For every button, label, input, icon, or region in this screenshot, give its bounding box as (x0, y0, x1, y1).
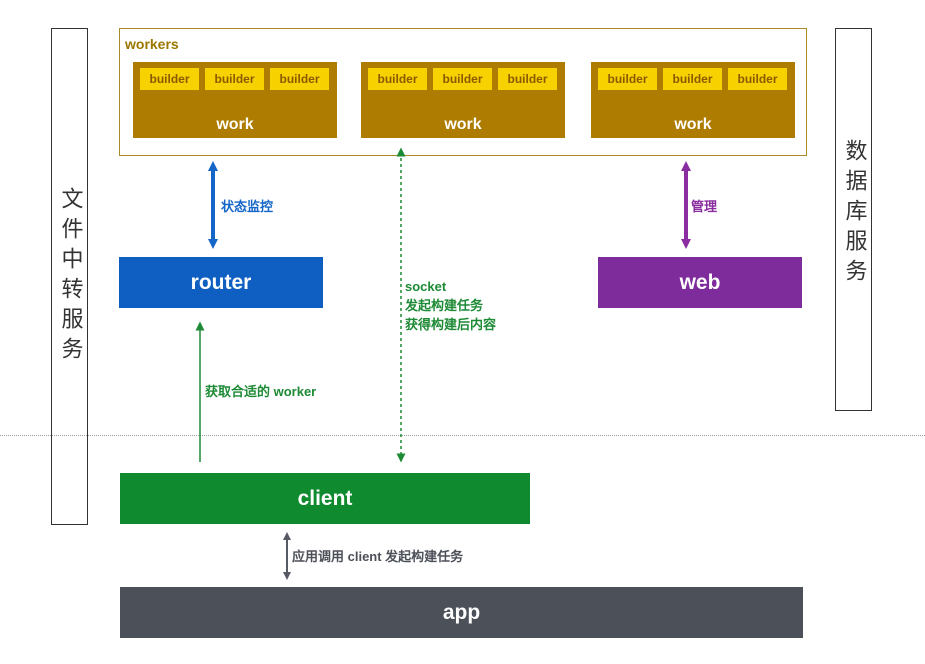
get-worker-label: 获取合适的 worker (205, 384, 317, 399)
builder-1-3: builder (270, 68, 329, 90)
app-call-label: 应用调用 client 发起构建任务 (292, 549, 464, 564)
builder-1-1: builder (140, 68, 199, 90)
app-node: app (120, 587, 803, 638)
socket-label-line-2: 发起构建任务 (405, 298, 484, 313)
database-service-box: 数据库服务 (835, 28, 872, 411)
work-label-2: work (444, 116, 482, 133)
socket-label-line-3: 获得构建后内容 (405, 317, 497, 332)
file-transfer-service-box: 文件中转服务 (51, 28, 88, 525)
web-node: web (598, 257, 802, 308)
file-transfer-service-label: 文件中转服务 (57, 186, 83, 367)
builder-2-1: builder (368, 68, 427, 90)
work-group-2: builder builder builder work (361, 62, 565, 138)
work-label-3: work (674, 116, 712, 133)
builder-3-1: builder (598, 68, 657, 90)
manage-label: 管理 (691, 199, 718, 214)
builder-2-3: builder (498, 68, 557, 90)
builder-1-2: builder (205, 68, 264, 90)
work-group-3: builder builder builder work (591, 62, 795, 138)
work-label-1: work (216, 116, 254, 133)
builder-2-2: builder (433, 68, 492, 90)
builder-3-2: builder (663, 68, 722, 90)
client-node: client (120, 473, 530, 524)
work-group-1: builder builder builder work (133, 62, 337, 138)
layer-divider (0, 435, 925, 436)
socket-label-line-1: socket (405, 279, 447, 294)
status-monitor-label: 状态监控 (221, 199, 274, 214)
builder-3-3: builder (728, 68, 787, 90)
database-service-label: 数据库服务 (841, 139, 867, 289)
router-node: router (119, 257, 323, 308)
workers-title: workers (125, 36, 179, 52)
